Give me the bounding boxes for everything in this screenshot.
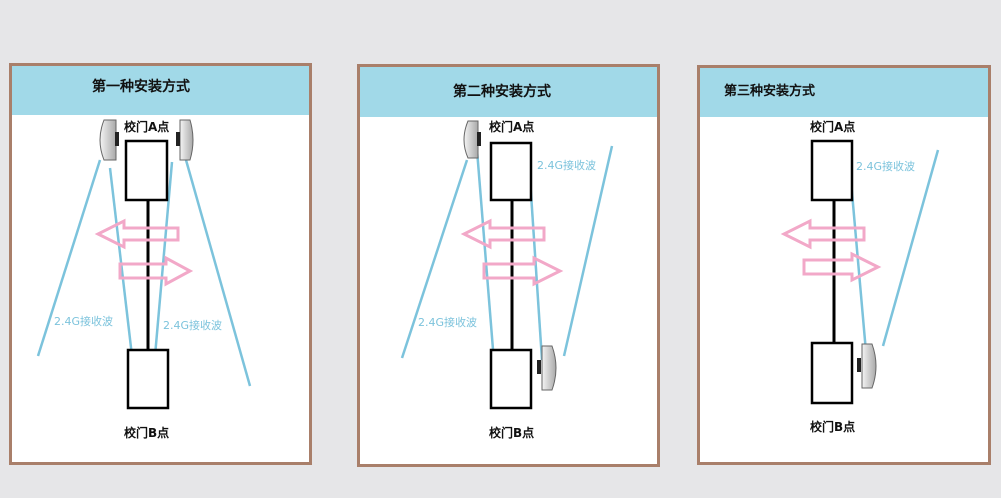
- arrow-right-icon: [482, 255, 564, 287]
- gate-box-a: [810, 139, 854, 202]
- panel-3-diagram: 校门A点 校门B点 2.4G接收波: [780, 119, 940, 434]
- gate-box-b: [126, 348, 170, 410]
- panel-3-header: 第三种安装方式: [700, 68, 988, 117]
- point-a-label: 校门A点: [810, 119, 855, 134]
- wave-line: [475, 149, 496, 363]
- panel-1-title: 第一种安装方式: [92, 79, 190, 95]
- panel-2-title: 第二种安装方式: [453, 84, 551, 100]
- wave-label: 2.4G接收波: [537, 158, 596, 172]
- gate-box-a: [489, 141, 533, 202]
- wave-label: 2.4G接收波: [163, 318, 222, 332]
- point-b-label: 校门B点: [810, 419, 855, 434]
- sensor-device-icon: [99, 119, 119, 161]
- sensor-device-icon: [537, 345, 557, 391]
- sensor-device-icon: [176, 119, 194, 161]
- arrow-left-icon: [460, 218, 546, 250]
- gate-box-b: [810, 341, 854, 405]
- wave-line: [881, 149, 940, 347]
- point-a-label: 校门A点: [489, 119, 534, 134]
- panel-1-header: 第一种安装方式: [12, 66, 309, 115]
- wave-label: 2.4G接收波: [418, 315, 477, 329]
- point-b-label: 校门B点: [124, 425, 169, 440]
- arrow-left-icon: [780, 218, 866, 250]
- point-b-label: 校门B点: [489, 425, 534, 440]
- wave-label: 2.4G接收波: [54, 314, 113, 328]
- sensor-device-icon: [463, 120, 481, 159]
- panel-1-diagram: 校门A点 校门B点 2.4G接收波 2.4G接收波: [36, 119, 252, 440]
- wave-line: [184, 159, 252, 387]
- panel-2-header: 第二种安装方式: [360, 67, 657, 117]
- wave-label: 2.4G接收波: [856, 159, 915, 173]
- arrow-right-icon: [118, 255, 194, 287]
- panel-3: 第三种安装方式: [697, 65, 991, 465]
- wave-line: [400, 159, 469, 359]
- arrow-left-icon: [94, 218, 180, 250]
- wave-line: [562, 145, 614, 357]
- gate-box-b: [489, 348, 533, 410]
- sensor-device-icon: [857, 343, 877, 389]
- arrow-right-icon: [802, 251, 882, 283]
- wave-line: [153, 161, 174, 357]
- wave-line: [36, 159, 102, 357]
- wave-line: [108, 167, 134, 357]
- panel-3-title: 第三种安装方式: [724, 84, 816, 99]
- panel-2-diagram: 校门A点 校门B点 2.4G接收波 2.4G接收波: [400, 119, 614, 440]
- point-a-label: 校门A点: [124, 119, 169, 134]
- panel-2: 第二种安装方式: [357, 64, 660, 467]
- gate-box-a: [124, 139, 169, 202]
